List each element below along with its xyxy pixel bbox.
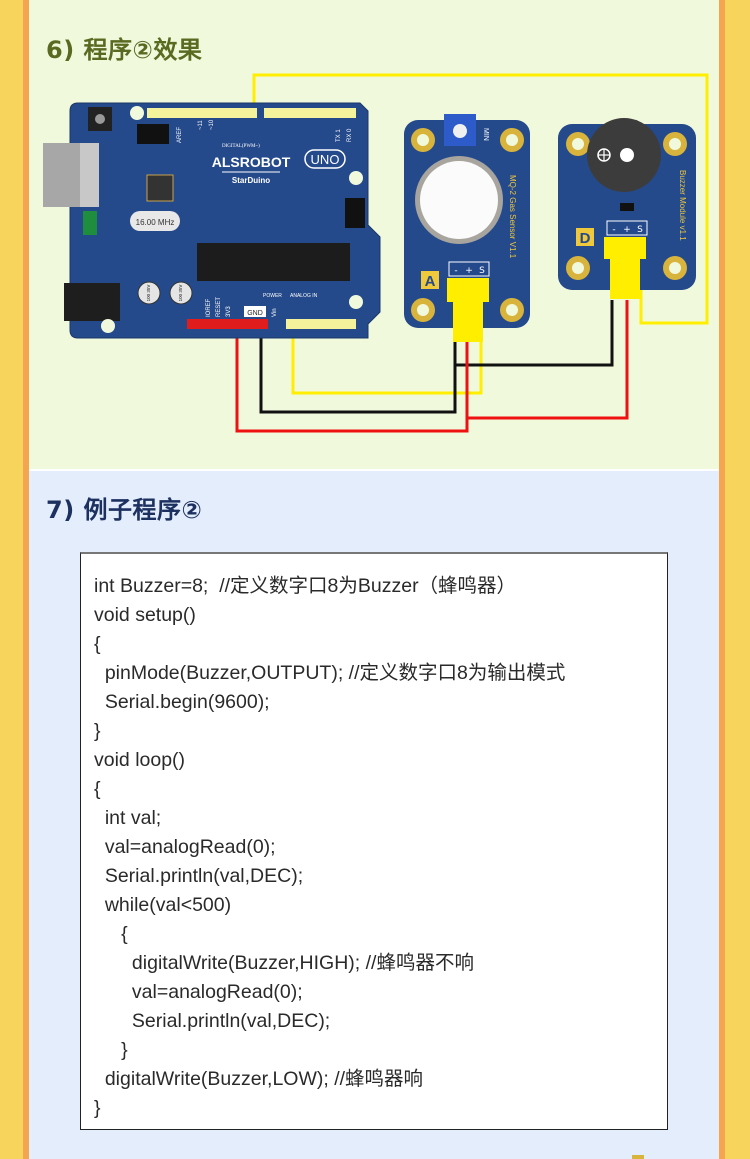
gas-sensor-module: MQ-2 Gas Sensor V1.1 MIN A - + S — [404, 114, 530, 342]
capacitor — [137, 281, 161, 305]
code-line: pinMode(Buzzer,OUTPUT); //定义数字口8为输出模式 — [94, 662, 566, 684]
code-line: digitalWrite(Buzzer,LOW); //蜂鸣器响 — [94, 1068, 424, 1090]
pin-label-11: ~11 — [198, 120, 204, 130]
buzzer-module: Buzzer Module v1.1 D - + S — [558, 118, 696, 299]
pot-label: MIN — [482, 128, 489, 141]
buzzer-connector — [604, 237, 646, 259]
code-line: { — [94, 633, 101, 655]
gas-pin-plus: + — [465, 266, 473, 276]
code-line: void loop() — [94, 749, 186, 771]
code-line: val=analogRead(0); — [94, 836, 276, 858]
code-line: val=analogRead(0); — [94, 981, 303, 1003]
capacitor-label: 100 35V — [178, 285, 183, 302]
microcontroller-chip — [197, 243, 350, 281]
wire-yellow-a0-sensor — [291, 300, 483, 395]
digital-header-left — [147, 108, 257, 118]
wires — [235, 73, 709, 433]
buzzer-letter: D — [580, 230, 591, 247]
crystal — [130, 211, 180, 231]
pin-label-3v3: 3V3 — [226, 306, 232, 317]
uno-badge: UNO — [311, 152, 340, 167]
gas-pin-minus: - — [454, 266, 457, 276]
arduino-board: 16.00 MHz 100 35V 100 35V AREF ~11 ~10 T… — [43, 102, 381, 339]
right-border-stripe — [719, 0, 725, 1159]
code-line: digitalWrite(Buzzer,HIGH); //蜂鸣器不响 — [94, 952, 474, 974]
analog-header — [286, 319, 356, 329]
wire-red-buzzer — [467, 300, 629, 420]
pin-label-reset: RESET — [216, 297, 222, 317]
crystal-label: 16.00 MHz — [136, 218, 175, 227]
gas-sensor-letter: A — [425, 273, 436, 290]
digital-header-right — [264, 108, 356, 118]
pin-label-ioref: IOREF — [206, 298, 212, 317]
pin-label-rx0: RX 0 — [347, 128, 353, 142]
pin-label-vin: Vin — [272, 308, 278, 317]
code-line: while(val<500) — [94, 894, 232, 916]
gnd-label: GND — [247, 310, 263, 317]
capacitor — [169, 281, 193, 305]
code-line: } — [94, 1097, 101, 1119]
code-block: int Buzzer=8; //定义数字口8为Buzzer（蜂鸣器） void … — [80, 552, 668, 1130]
gas-pin-signal: S — [479, 266, 485, 276]
board-model: StarDuino — [232, 176, 270, 185]
code-line: void setup() — [94, 604, 196, 626]
board-brand: ALSROBOT — [212, 154, 291, 170]
code-line: { — [94, 778, 101, 800]
power-header — [187, 319, 268, 329]
buzzer-pin-plus: + — [623, 225, 631, 235]
wire-red-5v-sensor — [235, 300, 469, 433]
wire-black-gnd-sensor — [259, 300, 457, 414]
pin-label-10: ~10 — [209, 119, 215, 130]
pin-label-tx1: TX 1 — [336, 129, 342, 142]
buzzer-pin-signal: S — [637, 225, 643, 235]
code-line: { — [94, 923, 128, 945]
gas-sensor-label: MQ-2 Gas Sensor V1.1 — [508, 175, 517, 259]
code-line: Serial.println(val,DEC); — [94, 865, 304, 887]
code-lines: int Buzzer=8; //定义数字口8为Buzzer（蜂鸣器） void … — [94, 572, 565, 1123]
wiring-diagram: 16.00 MHz 100 35V 100 35V AREF ~11 ~10 T… — [43, 73, 709, 433]
code-line: } — [94, 1039, 128, 1061]
code-line: } — [94, 720, 101, 742]
section-divider — [29, 469, 719, 471]
capacitor-label: 100 35V — [146, 285, 151, 302]
section-7-title: 7) 例子程序② — [46, 496, 203, 524]
power-label: POWER — [263, 293, 282, 299]
code-line: Serial.println(val,DEC); — [94, 1010, 331, 1032]
wire-yellow-d8-buzzer — [252, 73, 709, 325]
digital-label: DIGITAL(PWM~) — [222, 144, 260, 149]
gas-sensor-connector — [447, 278, 489, 302]
analog-label: ANALOG IN — [290, 293, 318, 299]
code-line: int Buzzer=8; //定义数字口8为Buzzer（蜂鸣器） — [94, 575, 517, 597]
power-jack — [64, 283, 120, 321]
decorative-pencil-tip — [632, 1155, 644, 1159]
buzzer-label: Buzzer Module v1.1 — [678, 170, 687, 241]
code-line: Serial.begin(9600); — [94, 691, 270, 713]
left-border-stripe — [23, 0, 29, 1159]
buzzer-pin-minus: - — [612, 225, 615, 235]
code-line: int val; — [94, 807, 162, 829]
section-6-title: 6) 程序②效果 — [46, 36, 203, 64]
pin-label-aref: AREF — [177, 127, 183, 143]
wire-black-buzzer — [455, 300, 614, 367]
